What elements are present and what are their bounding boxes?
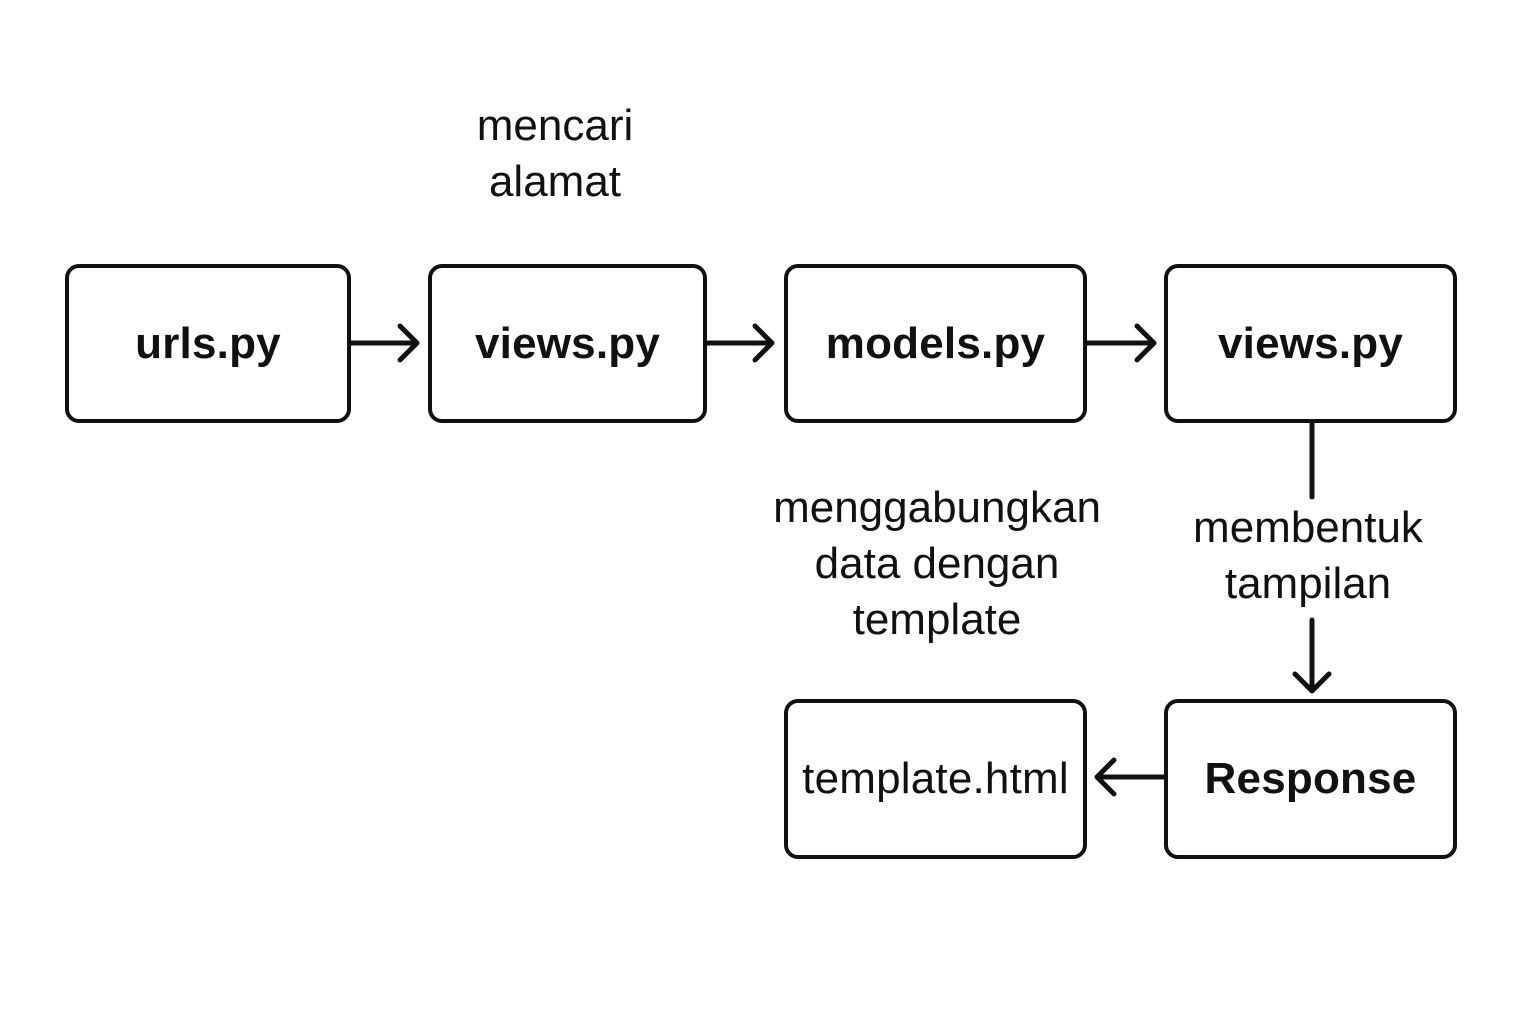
node-template: template.html [784,699,1087,859]
annotation-line: membentuk [1193,503,1423,552]
node-views-second-label: views.py [1217,318,1404,368]
node-urls: urls.py [65,264,351,423]
annotation-mencari-alamat: mencari alamat [444,98,666,210]
annotation-membentuk-tampilan: membentuk tampilan [1172,500,1444,612]
annotation-menggabungkan: menggabungkan data dengan template [752,480,1122,648]
node-views-first-label: views.py [474,318,661,368]
node-response: Response [1164,699,1457,859]
annotation-line: alamat [488,157,622,206]
node-template-label: template.html [802,754,1069,803]
node-urls-label: urls.py [135,318,281,368]
annotation-line: template [852,595,1022,644]
node-response-label: Response [1204,754,1417,803]
arrow-response-to-template [1094,757,1167,797]
node-models: models.py [784,264,1087,423]
arrow-views-to-models [704,323,775,363]
arrow-models-to-views [1084,323,1157,363]
node-views-second: views.py [1164,264,1457,423]
arrow-urls-to-views [348,323,420,363]
annotation-line: mencari [476,101,634,150]
node-views-first: views.py [428,264,707,423]
annotation-line: menggabungkan [773,483,1101,532]
arrow-views-to-response [1292,421,1332,694]
node-models-label: models.py [825,318,1046,368]
annotation-line: data dengan [814,539,1060,588]
annotation-line: tampilan [1224,559,1392,608]
